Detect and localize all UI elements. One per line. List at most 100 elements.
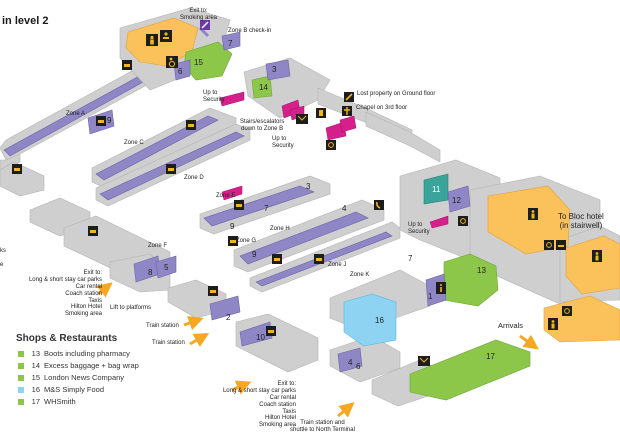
train-shuttle-label: Train station and shuttle to North Termi… <box>290 420 355 433</box>
shop-17-area <box>409 339 531 401</box>
platform-4b: 4 <box>348 358 353 367</box>
stairs-blocks <box>219 91 449 229</box>
legend-number: 15 <box>31 373 40 382</box>
up-security-label-3: Up to Security <box>408 222 430 235</box>
accessible-icon-centre <box>326 140 336 150</box>
shop-14-area <box>251 75 273 99</box>
platform-9b: 9 <box>230 222 235 231</box>
info-icon-a <box>122 60 132 70</box>
zone-h-label: Zone H <box>270 226 290 232</box>
legend-swatch <box>18 362 24 369</box>
zone-a-label: Zone A <box>66 111 86 117</box>
legend-number: 13 <box>31 349 40 358</box>
post-icon-south <box>418 356 430 366</box>
legend-row-shop-14: 14 Excess baggage + bag wrap <box>18 361 139 370</box>
cut-off-text: ks e <box>0 248 6 268</box>
zone-g-label: Zone G <box>236 238 257 244</box>
platform-10: 10 <box>256 333 265 342</box>
lift-icon-centre <box>316 108 326 118</box>
info-icon-zone-h <box>272 254 282 264</box>
platform-11: 11 <box>432 185 441 194</box>
accessible-toilet-icon-arrivals <box>562 306 572 316</box>
lost-property-icon <box>344 92 354 102</box>
icons <box>12 20 602 366</box>
toilets-icon-east <box>528 208 538 220</box>
toilets-icon <box>146 34 158 46</box>
up-security-label-1: Up to Security <box>203 90 225 103</box>
platform-8: 8 <box>148 268 153 277</box>
shop-number-15: 15 <box>194 58 203 67</box>
shop-number-17: 17 <box>486 352 495 361</box>
chapel-icon <box>342 106 352 116</box>
smoking-icon <box>200 20 210 30</box>
info-icon-train <box>208 286 218 296</box>
zone-b-label: Zone B check-in <box>228 28 272 34</box>
legend-shop-name: London News Company <box>44 373 125 382</box>
platform-2: 2 <box>226 313 231 322</box>
platform-5: 5 <box>164 263 169 272</box>
phone-icon <box>374 200 384 210</box>
info-icon-zone-g <box>228 236 238 246</box>
legend-row-shop-15: 15 London News Company <box>18 373 124 382</box>
platform-7c: 7 <box>408 254 413 263</box>
platform-1: 1 <box>428 292 433 301</box>
info-icon-zone-10 <box>266 326 276 336</box>
platform-9c: 9 <box>252 250 257 259</box>
arrivals-label: Arrivals <box>498 321 524 330</box>
exit-west-label: Exit to: Long & short stay car parks Car… <box>28 270 102 318</box>
page-title: in level 2 <box>2 15 49 27</box>
legend-swatch <box>18 374 24 381</box>
accessible-toilet-icon-east <box>544 240 554 250</box>
baby-change-icon-east <box>556 240 566 250</box>
stairs-zone-b-label: Stairs/escalators down to Zone B <box>240 119 285 132</box>
shops-legend-title: Shops & Restaurants <box>16 333 118 344</box>
baby-change-icon <box>160 30 172 42</box>
legend-swatch <box>18 398 24 405</box>
exit-south-label: Exit to: Long & short stay car parks Car… <box>222 381 296 429</box>
shop-11-area <box>423 173 449 205</box>
legend-shop-name: Excess baggage + bag wrap <box>44 361 139 370</box>
platform-9a: 9 <box>107 116 112 125</box>
east-orange-area-2 <box>565 235 620 295</box>
info-icon-zone-j <box>314 254 324 264</box>
shop-number-14: 14 <box>259 83 268 92</box>
legend-number: 14 <box>31 361 40 370</box>
info-icon-zone-a <box>96 116 106 126</box>
bloc-hotel-label: To Bloc hotel (in stairwell) <box>558 212 604 231</box>
zone-c-label: Zone C <box>124 140 144 146</box>
legend-row-shop-16: 16 M&S Simply Food <box>18 385 104 394</box>
train-station-label-2: Train station <box>152 340 185 346</box>
platform-7b: 7 <box>264 204 269 213</box>
legend-shop-name: M&S Simply Food <box>44 385 105 394</box>
shop-number-16: 16 <box>375 316 384 325</box>
info-i-icon <box>436 282 446 294</box>
post-icon <box>296 114 308 124</box>
zone-d-label: Zone D <box>184 175 204 181</box>
zone-e-label: Zone E <box>216 193 236 199</box>
platform-7a: 7 <box>228 39 233 48</box>
info-icon-zone-d <box>166 164 176 174</box>
up-security-label-2: Up to Security <box>272 136 294 149</box>
legend-number: 16 <box>31 385 40 394</box>
platform-6a: 6 <box>178 67 183 76</box>
info-icon-zone-f <box>88 226 98 236</box>
arrows <box>96 282 539 418</box>
lift-platforms-label: Lift to platforms <box>110 305 152 311</box>
zone-j-label: Zone J <box>328 262 347 268</box>
platform-3b: 3 <box>306 182 311 191</box>
zone-f-label: Zone F <box>148 243 168 249</box>
platform-4a: 4 <box>342 204 347 213</box>
train-station-label-1: Train station <box>146 323 179 329</box>
legend-number: 17 <box>31 397 40 406</box>
exit-smoking-label: Exit to: Smoking area <box>180 8 218 21</box>
platform-12: 12 <box>452 196 461 205</box>
info-icon-zone-e <box>234 200 244 210</box>
platform-6b: 6 <box>356 362 361 371</box>
info-icon-zone-c <box>186 120 196 130</box>
toilets-icon-arrivals <box>548 318 558 330</box>
legend-swatch <box>18 386 24 393</box>
